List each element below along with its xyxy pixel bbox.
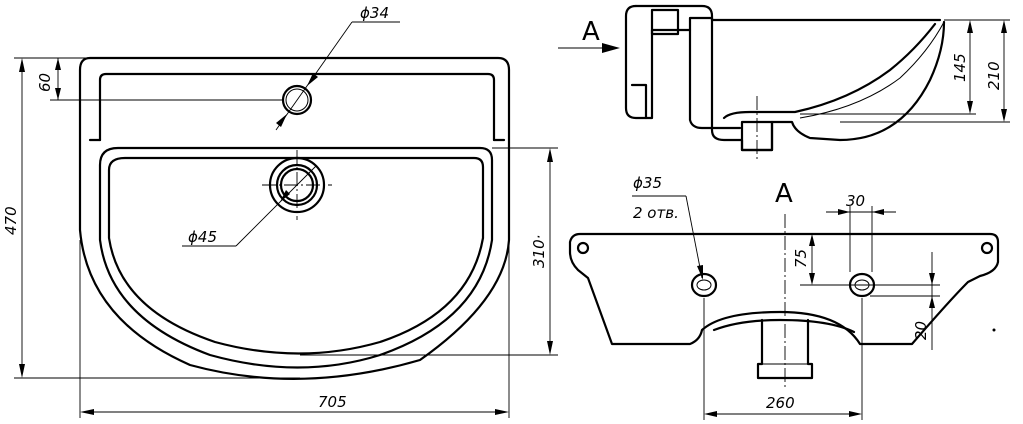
dim-310-arrow-b (547, 341, 553, 355)
leader-drain-arrow (280, 190, 290, 202)
dim-210-arrow-t (1001, 20, 1007, 33)
dim-145-arrow-b (967, 101, 973, 114)
dim-260-arrow-l (704, 411, 717, 417)
dim-drain-hole-label: ϕ45 (188, 228, 217, 246)
tap-hole-left (690, 272, 718, 298)
dim-60-label: 60 (36, 73, 54, 92)
tap-hole (281, 84, 313, 116)
mount-hole-right (980, 241, 994, 255)
side-bowl-curve-inner (799, 21, 945, 119)
leader-35-arrow (697, 265, 703, 280)
side-inner (688, 28, 742, 130)
dim-30-arrow-l (838, 209, 850, 215)
dim-mount-hole-label: ϕ35 (633, 174, 662, 192)
front-view-title: A (775, 179, 793, 209)
dim-470-label: 470 (2, 206, 20, 235)
dim-705-label: 705 (318, 393, 347, 411)
dim-60-arrow-b (55, 88, 61, 100)
leader-drain (235, 165, 317, 247)
leader-tap-arrow-2 (307, 73, 318, 86)
dim-75-arrow-b (809, 273, 815, 285)
dim-260-label: 260 (766, 394, 795, 412)
leader-35 (685, 195, 703, 279)
dim-tap-hole-label: ϕ34 (360, 4, 389, 22)
dim-470-arrow-b (19, 364, 25, 378)
front-bowl-bottom (712, 318, 856, 334)
leader-tap-arrow-1 (276, 114, 287, 127)
tap-hole-left-inner (696, 279, 712, 291)
dim-60-arrow-t (55, 58, 61, 70)
side-top-block (650, 8, 680, 36)
dim-20-arrow-t (929, 273, 935, 285)
dim-145-label: 145 (951, 53, 969, 82)
dim-260-arrow-r (849, 411, 862, 417)
basin-outer-outline (78, 56, 511, 380)
side-overflow (630, 83, 648, 120)
side-view: A 145 210 (558, 4, 1010, 160)
front-view: A ϕ35 2 отв. 30 75 (568, 174, 1000, 420)
tap-hole-inner (285, 88, 309, 112)
mount-hole-left (576, 241, 590, 255)
dim-75-arrow-t (809, 234, 815, 246)
dim-210-label: 210 (985, 61, 1003, 90)
view-marker-a: A (582, 17, 600, 47)
side-bowl-curve (722, 22, 937, 120)
dim-75-label: 75 (792, 249, 810, 268)
dim-705-arrow-r (495, 409, 509, 415)
dim-470-arrow-t (19, 58, 25, 72)
dim-310-arrow-t (547, 148, 553, 162)
dim-20-arrow-b (929, 296, 935, 308)
dim-310-label: 310· (530, 235, 548, 268)
dim-30-label: 30 (846, 192, 865, 210)
dim-210-arrow-b (1001, 109, 1007, 122)
top-view: 705 470 310· 60 ϕ34 ϕ45 (2, 4, 558, 418)
basin-rim (98, 72, 496, 142)
dim-mount-count-label: 2 отв. (633, 204, 679, 222)
dim-30-arrow-r (872, 209, 884, 215)
dim-145-arrow-t (967, 20, 973, 33)
dim-705-arrow-l (80, 409, 94, 415)
view-arrow-head (602, 43, 620, 53)
stray-dot (992, 328, 996, 332)
front-outline (568, 232, 1000, 346)
bowl-outline (98, 146, 494, 369)
side-back-wall (634, 4, 942, 22)
bowl-inner-outline (107, 156, 485, 355)
side-outer (624, 4, 946, 152)
dim-20-label: 20 (912, 321, 930, 340)
